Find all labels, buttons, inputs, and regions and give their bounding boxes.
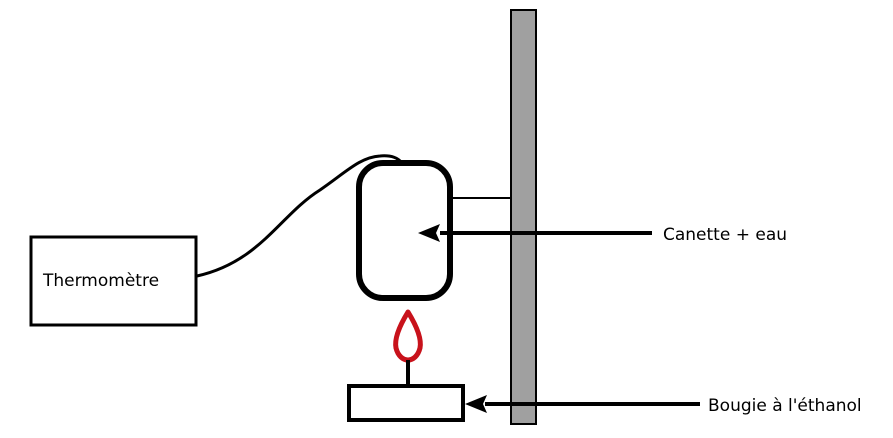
ethanol-candle — [347, 384, 465, 422]
flame-icon — [393, 309, 423, 363]
candle-arrow-head — [465, 395, 487, 413]
thermometer-label: Thermomètre — [42, 271, 159, 291]
can-with-water — [356, 160, 453, 301]
candle-label: Bougie à l'éthanol — [708, 396, 862, 416]
can-water-label: Canette + eau — [663, 225, 787, 245]
thermometer-box — [29, 235, 198, 327]
can-arrow-head — [418, 224, 440, 242]
support-stand — [510, 9, 537, 425]
thermometer-wire — [196, 154, 404, 278]
